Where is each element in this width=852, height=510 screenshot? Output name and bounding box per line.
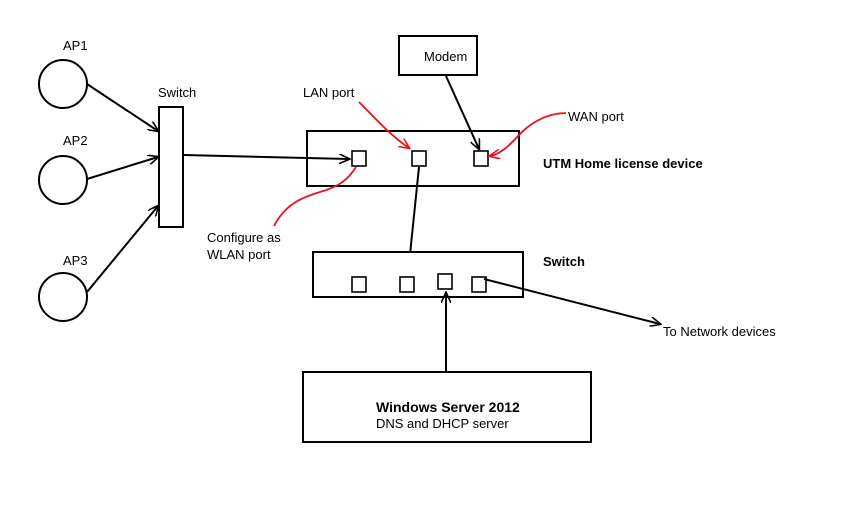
- left-switch-box: [158, 106, 184, 228]
- modem-box: [398, 35, 478, 76]
- ap2-to-switch-arrow: [86, 157, 158, 180]
- ap3-to-switch-arrow: [86, 206, 158, 293]
- center-switch-port-3: [437, 273, 453, 290]
- modem-to-wan-arrow: [445, 75, 479, 149]
- configure-pointer: [273, 166, 357, 227]
- center-switch-port-1: [351, 276, 367, 293]
- to-network-devices-arrow: [483, 278, 660, 324]
- windows-server-title: Windows Server 2012: [376, 399, 520, 415]
- wan-port-annotation: WAN port: [568, 109, 624, 124]
- configure-annotation-line1: Configure as: [207, 230, 281, 245]
- center-switch-box: [312, 251, 524, 298]
- wan-port-pointer: [490, 112, 567, 156]
- windows-server-subtitle: DNS and DHCP server: [376, 416, 509, 431]
- utm-port-wan: [473, 150, 489, 167]
- center-switch-label: Switch: [543, 254, 585, 269]
- center-switch-port-2: [399, 276, 415, 293]
- lan-port-annotation: LAN port: [303, 85, 355, 100]
- configure-annotation-line2: WLAN port: [207, 247, 271, 262]
- modem-label: Modem: [424, 49, 467, 64]
- center-switch-port-4: [471, 276, 487, 293]
- ap2-node: [38, 155, 88, 205]
- windows-server-box: [302, 371, 592, 443]
- utm-port-lan: [411, 150, 427, 167]
- ap3-label: AP3: [63, 253, 88, 268]
- ap1-node: [38, 59, 88, 109]
- network-devices-label: To Network devices: [663, 324, 776, 339]
- utm-port-configure: [351, 150, 367, 167]
- switch-to-utm-arrow: [183, 155, 349, 159]
- lan-port-pointer: [358, 101, 409, 148]
- ap3-node: [38, 272, 88, 322]
- ap1-label: AP1: [63, 38, 88, 53]
- ap1-to-switch-arrow: [86, 83, 158, 131]
- ap2-label: AP2: [63, 133, 88, 148]
- utm-device-label: UTM Home license device: [543, 156, 703, 171]
- left-switch-label: Switch: [158, 85, 196, 100]
